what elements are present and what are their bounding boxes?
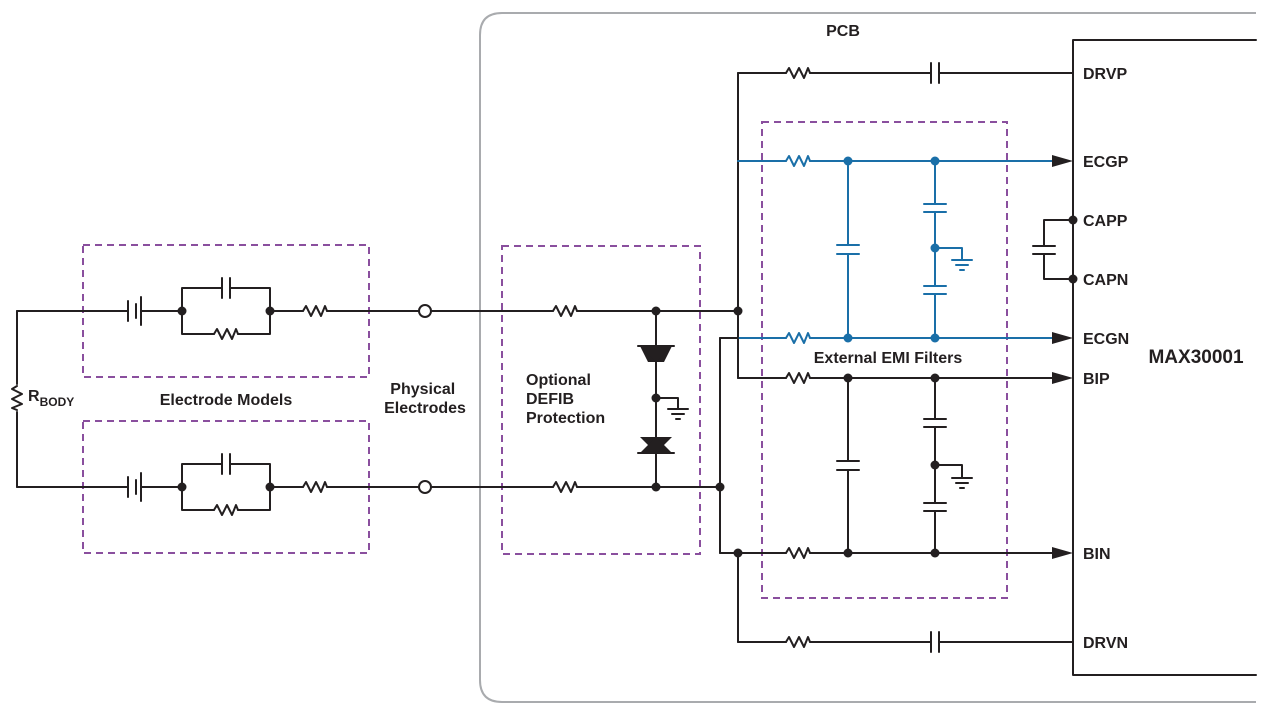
- pcb-outline: [479, 12, 1256, 703]
- body-resistor: [11, 310, 121, 488]
- defib-protection-label: Optional DEFIB Protection: [526, 372, 605, 427]
- pcb-label: PCB: [826, 23, 860, 40]
- pin-capp: CAPP: [1083, 213, 1128, 230]
- bus-n: [715, 337, 743, 643]
- pin-drvn: DRVN: [1083, 635, 1128, 652]
- pin-bin: BIN: [1083, 546, 1111, 563]
- electrode-model-bottom: [119, 453, 420, 516]
- electrode-model-top: [119, 277, 420, 340]
- drvn-path: [737, 631, 1074, 653]
- bio-emi-filter: [719, 372, 1073, 559]
- emi-filters-label: External EMI Filters: [814, 350, 963, 367]
- capp-capn-capacitor: [1032, 215, 1078, 284]
- pin-capn: CAPN: [1083, 272, 1128, 289]
- bus-p: [733, 72, 743, 379]
- emi-filter-box: [761, 121, 1008, 599]
- r-body-label: RBODY: [28, 388, 74, 409]
- physical-electrodes-label: Physical Electrodes: [384, 381, 466, 417]
- pin-bip: BIP: [1083, 371, 1110, 388]
- physical-electrode-bottom: [418, 480, 432, 494]
- max30001-chip: [1072, 39, 1257, 676]
- chip-name: MAX30001: [1148, 347, 1243, 368]
- pin-drvp: DRVP: [1083, 66, 1127, 83]
- pin-ecgp: ECGP: [1083, 154, 1129, 171]
- pin-ecgn: ECGN: [1083, 331, 1129, 348]
- ecg-emi-filter: [719, 155, 1073, 344]
- defib-network: [430, 305, 739, 493]
- defib-protection-box: [501, 245, 701, 555]
- electrode-models-label: Electrode Models: [160, 392, 293, 409]
- drvp-path: [737, 62, 1074, 84]
- physical-electrode-top: [418, 304, 432, 318]
